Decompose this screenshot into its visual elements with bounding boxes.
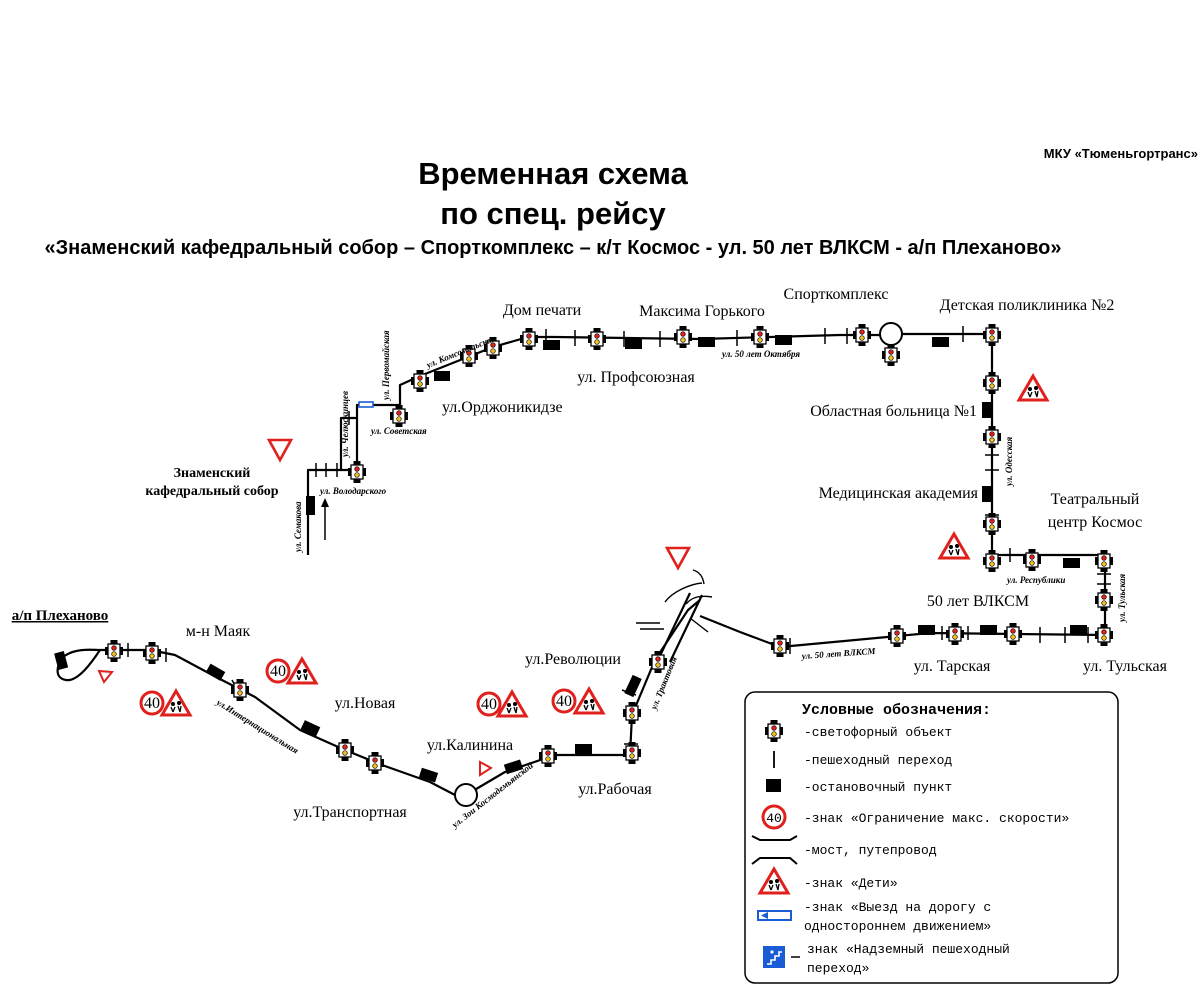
bus-stop-icon [766, 779, 781, 792]
direction-arrow [321, 498, 329, 540]
stop-tulskaya: ул. Тульская [1083, 658, 1168, 675]
stop-novaya: ул.Новая [335, 695, 396, 712]
street-pervomayskaya: ул. Первомайская [381, 330, 391, 401]
legend-speed-limit: -знак «Ограничение макс. скорости» [804, 811, 1069, 826]
one-way-entry-icon [757, 910, 792, 921]
bridge-traktovaya [636, 582, 713, 663]
stop-sportkompleks: Спорткомплекс [784, 286, 889, 303]
street-sovetskaya: ул. Советская [370, 426, 427, 436]
overpass-crossing-icon [763, 946, 800, 968]
stop-dom-pechati: Дом печати [503, 302, 582, 319]
legend-children: -знак «Дети» [804, 876, 898, 891]
stop-revolyutsii: ул.Революции [525, 651, 621, 668]
stop-ordzhonikidze: ул.Орджоникидзе [442, 399, 563, 416]
street-50-let-vlksm: ул. 50 лет ВЛКСМ [800, 646, 876, 661]
legend-title: Условные обозначения: [802, 702, 991, 719]
legend-crosswalk: -пешеходный переход [804, 753, 952, 768]
street-semakova: ул. Семакова [293, 501, 303, 553]
legend-speed-value: 40 [766, 811, 782, 826]
speed-limit-value: 40 [144, 695, 160, 712]
stop-kalinina: ул.Калинина [427, 737, 513, 754]
legend-overpass-line1: знак «Надземный пешеходный [807, 942, 1010, 957]
street-chelyuskintsev: ул. Челюскинцев [340, 391, 350, 458]
title-line-2: по спец. рейсу [440, 196, 666, 231]
legend-traffic-light: -светофорный объект [804, 725, 952, 740]
stop-tarskaya: ул. Тарская [914, 658, 991, 675]
street-odesskaya: ул. Одесская [1004, 436, 1014, 487]
stop-detskaya-poliklinika: Детская поликлиника №2 [940, 297, 1115, 314]
legend: Условные обозначения: -светофорный объек… [744, 691, 1119, 984]
bridge-icon [751, 835, 798, 865]
route-name: «Знаменский кафедральный собор – Спортко… [45, 237, 1062, 259]
speed-limit-value: 40 [556, 693, 572, 710]
stop-profsoyuznaya: ул. Профсоюзная [577, 369, 695, 386]
speed-limit-value: 40 [481, 696, 497, 713]
stop-plekhanovo: а/п Плеханово [12, 608, 109, 624]
legend-one-way-line2: одностороннем движением» [804, 919, 991, 934]
legend-box [744, 691, 1119, 984]
stop-transportnaya: ул.Транспортная [293, 804, 407, 821]
stop-maksima-gorkogo: Максима Горького [639, 303, 765, 320]
legend-one-way-line1: -знак «Выезд на дорогу с [804, 900, 991, 915]
speed-limit-signs: 40 40 40 40 [139, 658, 577, 717]
stop-znamensky-line2: кафедральный собор [145, 484, 278, 499]
street-volodarskogo: ул. Володарского [319, 486, 387, 496]
stop-oblastnaya-bolnitsa: Областная больница №1 [810, 403, 977, 420]
legend-bridge: -мост, путепровод [804, 843, 937, 858]
stop-labels: Знаменский кафедральный собор ул.Орджони… [12, 286, 1168, 821]
turn-arrow [692, 569, 705, 585]
bus-stops [54, 335, 1087, 783]
stop-teatr-line1: Театральный [1051, 491, 1140, 508]
stop-mayak: м-н Маяк [186, 623, 251, 640]
street-tulskaya: ул. Тульская [1117, 574, 1127, 623]
street-internatsionalnaya: ул.Интернациональная [214, 697, 300, 756]
title-line-1: Временная схема [418, 156, 688, 191]
yield-signs [97, 438, 691, 777]
route-line [56, 322, 1107, 807]
street-respubliki: ул. Республики [1006, 575, 1065, 585]
stop-rabochaya: ул.Рабочая [578, 781, 652, 798]
one-way-entry-icon [358, 401, 374, 408]
organization-name: МКУ «Тюменьгортранс» [1044, 146, 1198, 161]
legend-bus-stop: -остановочный пункт [804, 780, 952, 795]
stop-znamensky-line1: Знаменский [174, 466, 251, 481]
stop-50-let-vlksm: 50 лет ВЛКСМ [927, 593, 1029, 610]
speed-limit-value: 40 [270, 663, 286, 680]
stop-teatr-line2: центр Космос [1048, 514, 1142, 531]
legend-overpass-line2: переход» [807, 961, 869, 976]
stop-med-akademiya: Медицинская академия [819, 485, 979, 502]
street-50-let-oktyabrya: ул. 50 лет Октября [721, 349, 800, 359]
